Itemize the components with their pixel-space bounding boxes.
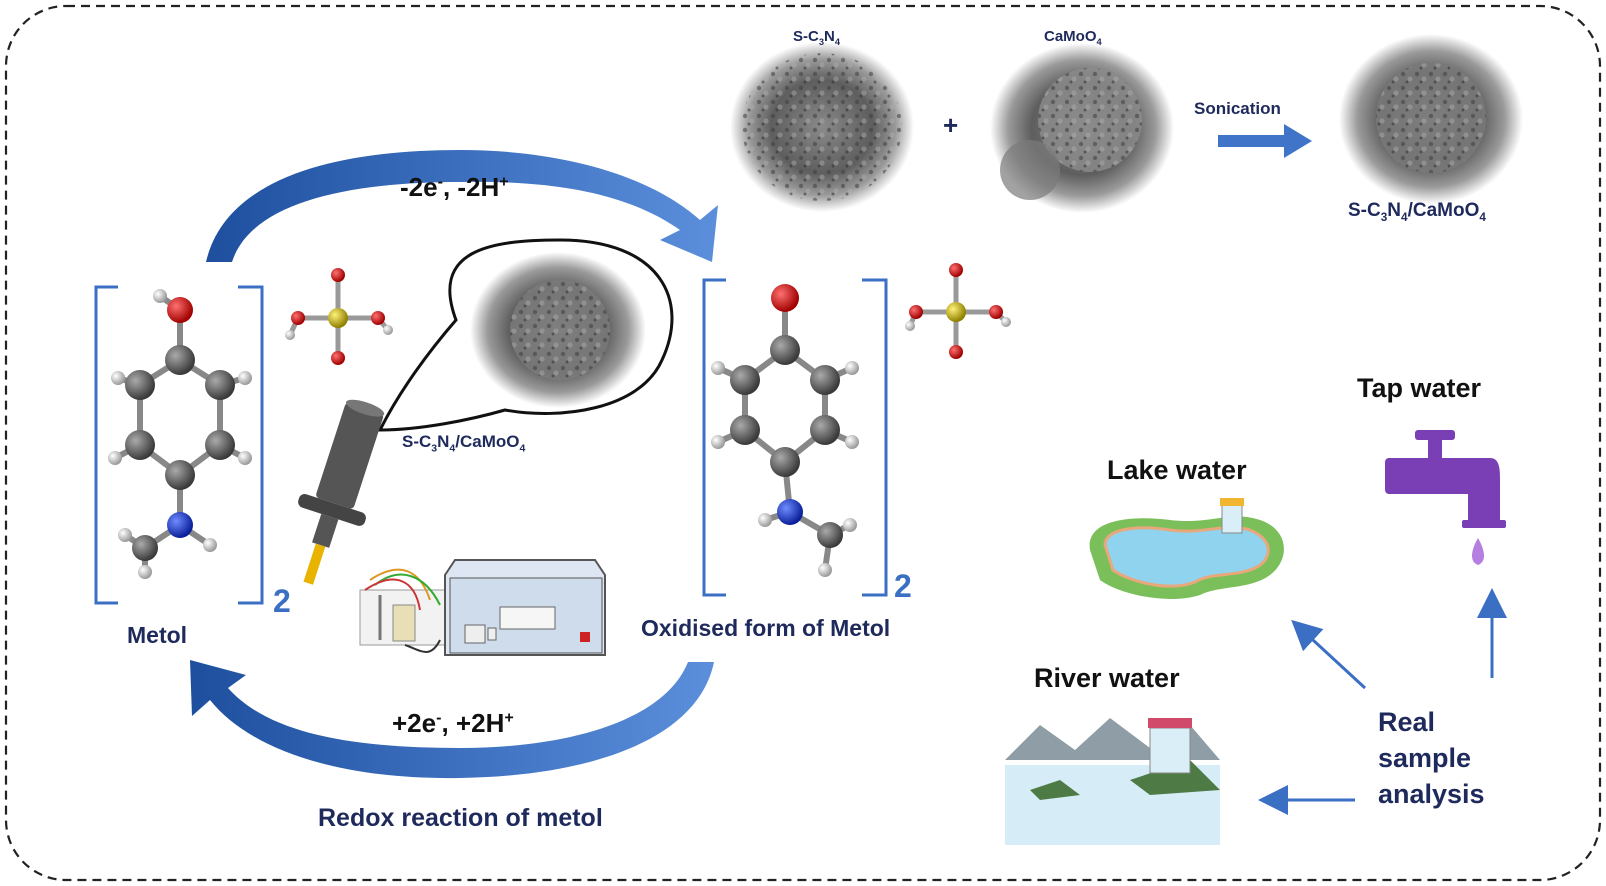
dashed-frame	[4, 4, 1602, 882]
label-tap-water: Tap water	[1357, 373, 1482, 403]
label-real-sample-line3: analysis	[1378, 779, 1485, 809]
plus-sign: +	[943, 110, 959, 140]
label-metol: Metol	[127, 622, 188, 648]
sem-image-s-c3n4	[730, 42, 914, 212]
sem-image-composite	[1339, 34, 1523, 204]
label-river-water: River water	[1034, 663, 1180, 693]
electrode-callout-bubble	[377, 238, 674, 432]
sample-arrows	[1258, 588, 1507, 815]
river-illustration	[1005, 718, 1220, 845]
sulfate-right	[905, 263, 1011, 359]
bracket-count-right: 2	[894, 568, 912, 604]
sonication-arrow	[1218, 124, 1312, 158]
label-sonication: Sonication	[1194, 99, 1281, 118]
label-electrode-material: S-C3N4/CaMoO4	[402, 432, 526, 455]
label-s-c3n4: S-C3N4	[793, 28, 841, 47]
bracket-count-left: 2	[273, 583, 291, 619]
metol-molecule	[108, 289, 252, 579]
caption-redox: Redox reaction of metol	[318, 804, 603, 832]
label-composite-top: S-C3N4/CaMoO4	[1348, 200, 1486, 224]
label-real-sample-line2: sample	[1378, 743, 1472, 773]
label-oxidised-metol: Oxidised form of Metol	[641, 615, 891, 641]
electrode	[298, 399, 385, 585]
potentiostat	[359, 559, 606, 656]
oxidation-arc	[206, 150, 718, 262]
lake-illustration	[1089, 498, 1284, 600]
label-reduction: +2e-, +2H+	[392, 708, 514, 738]
label-oxidation: -2e-, -2H+	[400, 172, 509, 202]
reduction-arc	[190, 660, 714, 779]
sulfate-left	[285, 268, 393, 365]
label-real-sample-line1: Real	[1378, 707, 1436, 737]
bracket-right-molecule	[702, 278, 888, 597]
bracket-left-molecule	[94, 285, 264, 605]
sem-image-camoo4	[990, 43, 1174, 213]
tap-icon	[1385, 430, 1506, 565]
label-camoo4: CaMoO4	[1044, 28, 1102, 47]
oxidised-metol-molecule	[711, 284, 859, 577]
label-lake-water: Lake water	[1107, 455, 1247, 485]
